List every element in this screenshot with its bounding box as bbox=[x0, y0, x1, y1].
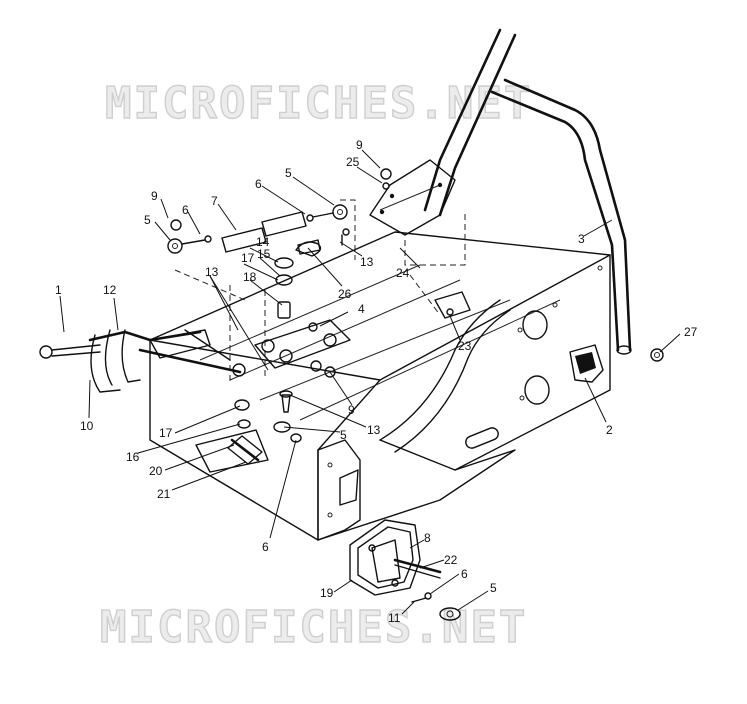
callout-13b: 13 bbox=[360, 255, 374, 269]
spacer-stack bbox=[274, 239, 321, 319]
roll-bar-tube bbox=[423, 28, 632, 355]
callout-24: 24 bbox=[396, 266, 410, 280]
callout-27: 27 bbox=[684, 325, 698, 339]
callout-8: 8 bbox=[424, 531, 431, 545]
callout-11: 11 bbox=[388, 611, 401, 625]
callout-20: 20 bbox=[149, 464, 163, 478]
top-hardware bbox=[341, 168, 392, 246]
callout-15: 15 bbox=[257, 247, 271, 261]
callout-7: 7 bbox=[211, 194, 218, 208]
leader-lines bbox=[59, 149, 681, 615]
small-side-plate bbox=[434, 291, 471, 319]
callout-6a: 6 bbox=[182, 203, 189, 217]
watermark-bottom-text: MICROFICHES.NET bbox=[100, 602, 527, 653]
watermark-bottom: MICROFICHES.NET MICROFICHES.NET bbox=[99, 601, 527, 653]
callout-10: 10 bbox=[80, 419, 94, 433]
callout-9c: 9 bbox=[348, 403, 355, 417]
callout-19: 19 bbox=[320, 586, 334, 600]
nut-27 bbox=[650, 348, 664, 362]
callout-17b: 17 bbox=[159, 426, 173, 440]
callout-21: 21 bbox=[157, 487, 171, 501]
callout-5c: 5 bbox=[340, 428, 347, 442]
callout-5b: 5 bbox=[285, 166, 292, 180]
center-bracket-plate bbox=[254, 319, 351, 369]
callout-9a: 9 bbox=[151, 189, 158, 203]
callout-6d: 6 bbox=[461, 567, 468, 581]
steering-arm-assembly bbox=[39, 329, 242, 393]
callout-6c: 6 bbox=[262, 540, 269, 554]
callout-6b: 6 bbox=[255, 177, 262, 191]
front-steering-bracket bbox=[317, 439, 361, 541]
nuts-center bbox=[232, 360, 336, 378]
callout-2: 2 bbox=[606, 423, 613, 437]
callout-16: 16 bbox=[126, 450, 140, 464]
callout-4: 4 bbox=[358, 302, 365, 316]
tie-rod-assembly-top bbox=[167, 204, 348, 254]
callout-5a: 5 bbox=[144, 213, 151, 227]
callout-22: 22 bbox=[444, 553, 458, 567]
callout-12: 12 bbox=[103, 283, 117, 297]
callout-labels: 1 12 10 9 5 6 7 6 5 9 25 3 14 15 17 18 1… bbox=[55, 138, 698, 625]
callout-13a: 13 bbox=[205, 265, 219, 279]
callout-17a: 17 bbox=[241, 251, 255, 265]
lower-mount-hardware bbox=[195, 390, 302, 473]
callout-23: 23 bbox=[458, 339, 472, 353]
callout-5d: 5 bbox=[490, 581, 497, 595]
callout-14: 14 bbox=[256, 235, 270, 249]
steering-box-housing bbox=[349, 519, 442, 596]
callout-13c: 13 bbox=[367, 423, 381, 437]
watermark-top-outline: MICROFICHES.NET bbox=[105, 78, 532, 129]
callout-9b: 9 bbox=[356, 138, 363, 152]
callout-26: 26 bbox=[338, 287, 352, 301]
chassis-frame bbox=[149, 231, 611, 541]
callout-18: 18 bbox=[243, 270, 257, 284]
side-block-bracket bbox=[569, 344, 604, 383]
steering-box-hardware bbox=[411, 592, 461, 621]
callout-25: 25 bbox=[346, 155, 360, 169]
clip-26 bbox=[295, 241, 322, 257]
callout-1: 1 bbox=[55, 283, 62, 297]
callout-3: 3 bbox=[578, 232, 585, 246]
watermark-top: MICROFICHES.NET MICROFICHES.NET bbox=[104, 77, 532, 129]
steering-bracket bbox=[369, 159, 456, 236]
watermark-bottom-outline: MICROFICHES.NET bbox=[100, 602, 527, 653]
